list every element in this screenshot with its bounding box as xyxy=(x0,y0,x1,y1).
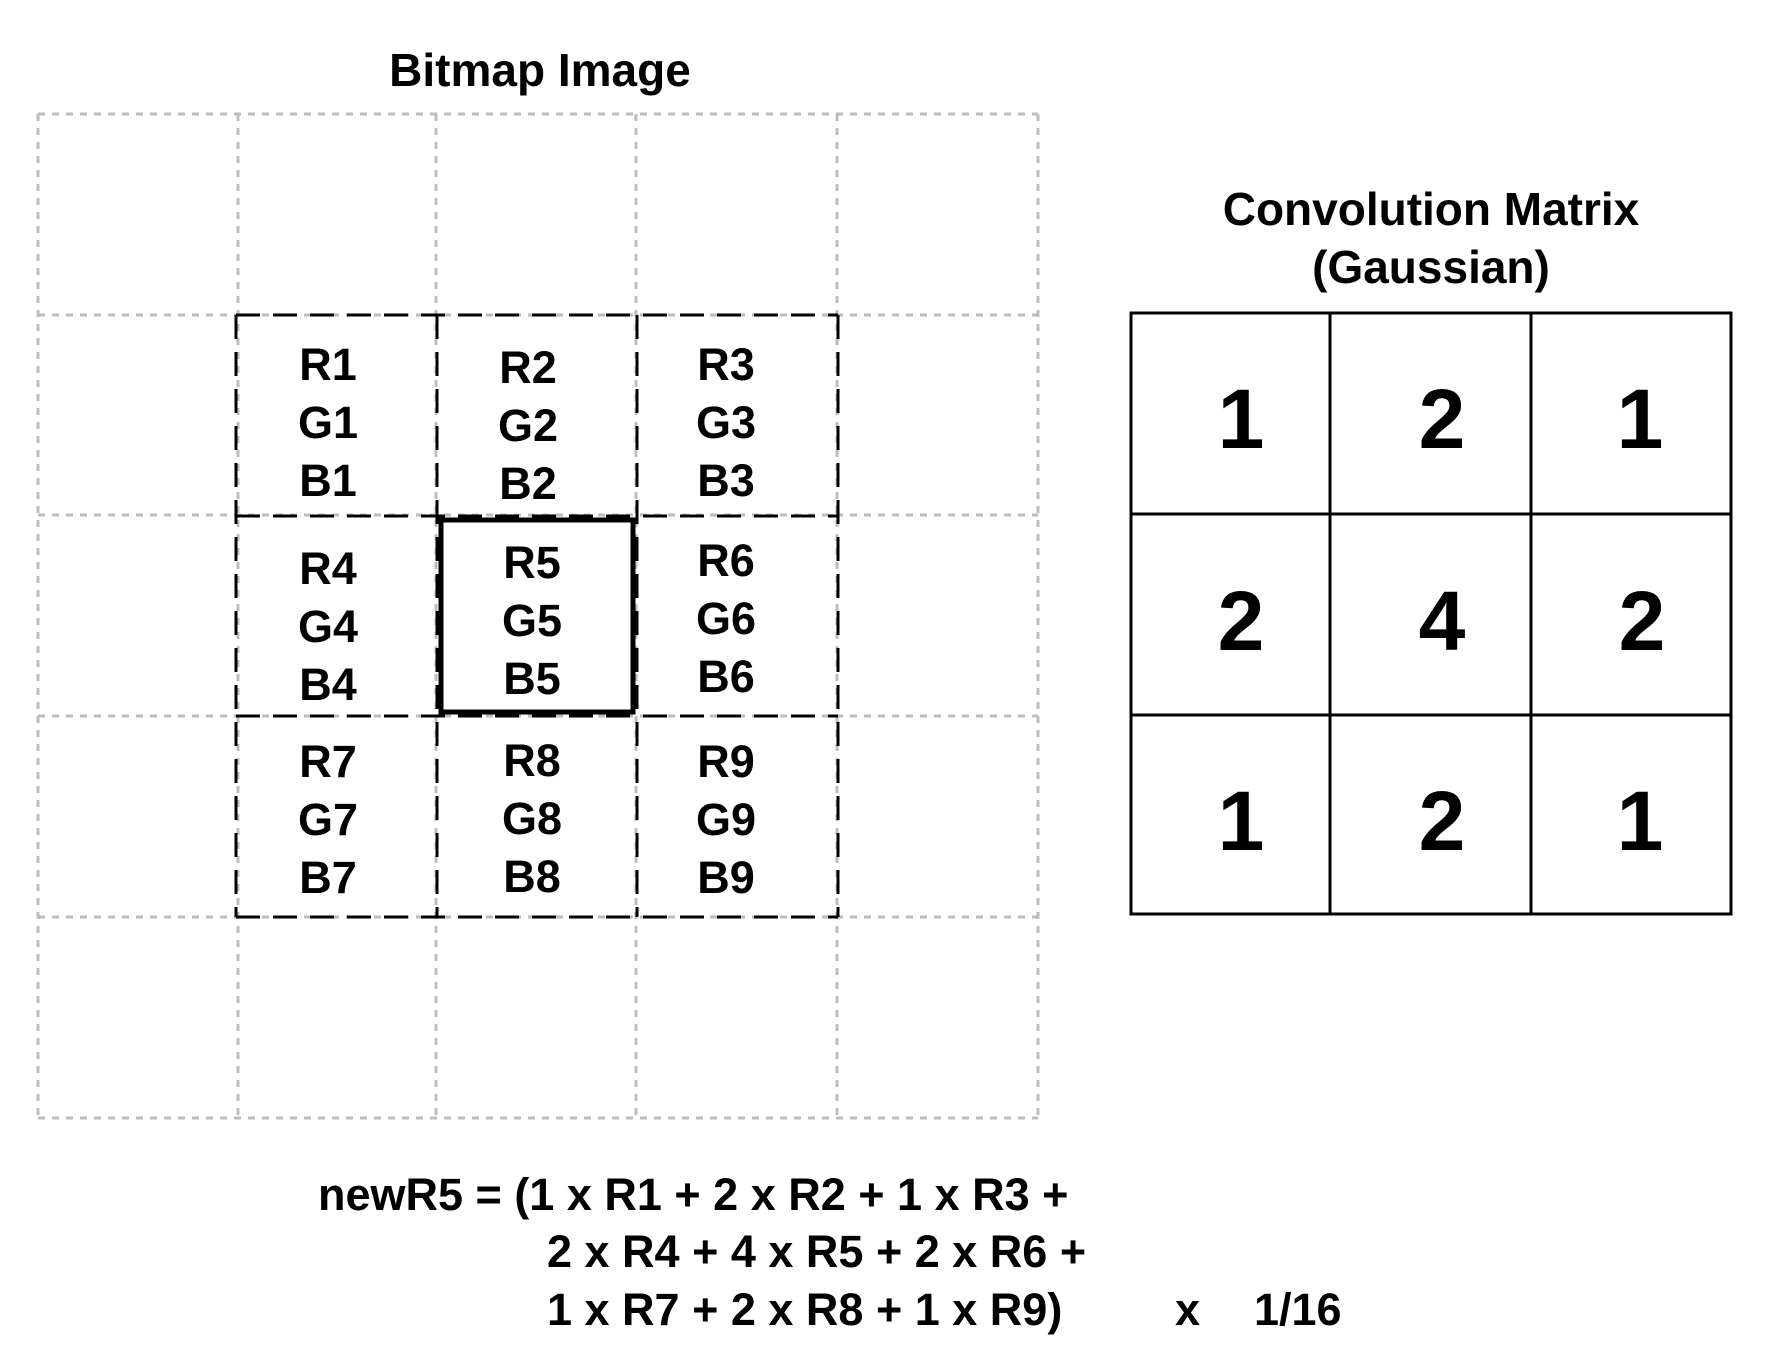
cell-1-r: R1 xyxy=(299,339,357,390)
formula: newR5 = (1 x R1 + 2 x R2 + 1 x R3 + 2 x … xyxy=(318,1169,1342,1335)
matrix-value: 1 xyxy=(1617,372,1664,466)
cell-2-g: G2 xyxy=(498,400,558,451)
cell-5-g: G5 xyxy=(502,595,562,646)
formula-factor: 1/16 xyxy=(1254,1284,1342,1335)
cell-6-g: G6 xyxy=(696,593,756,644)
matrix-grid xyxy=(1129,311,1733,916)
bitmap-title: Bitmap Image xyxy=(389,44,691,96)
matrix-value: 2 xyxy=(1419,774,1466,868)
formula-times: x xyxy=(1175,1284,1200,1335)
matrix-value: 1 xyxy=(1218,372,1265,466)
cell-7-b: B7 xyxy=(299,852,357,903)
cell-7-r: R7 xyxy=(299,736,357,787)
cell-8-r: R8 xyxy=(503,735,561,786)
center-pixel-highlight xyxy=(438,517,636,715)
cell-1-b: B1 xyxy=(299,455,357,506)
formula-line-1: newR5 = (1 x R1 + 2 x R2 + 1 x R3 + xyxy=(318,1169,1068,1220)
cell-9-b: B9 xyxy=(697,852,755,903)
matrix-value: 1 xyxy=(1218,774,1265,868)
cell-9-r: R9 xyxy=(697,736,755,787)
kernel-window xyxy=(234,313,840,919)
formula-line-3: 1 x R7 + 2 x R8 + 1 x R9) xyxy=(547,1284,1062,1335)
cell-2-r: R2 xyxy=(499,342,557,393)
cell-6-r: R6 xyxy=(697,535,755,586)
bitmap-cells: R1 G1 B1 R2 G2 B2 R3 G3 B3 R4 G4 B4 R5 G… xyxy=(298,339,756,903)
matrix-subtitle: (Gaussian) xyxy=(1312,241,1550,293)
cell-8-b: B8 xyxy=(503,851,561,902)
cell-4-r: R4 xyxy=(299,543,357,594)
cell-9-g: G9 xyxy=(696,794,756,845)
matrix-value: 2 xyxy=(1218,574,1265,668)
formula-line-2: 2 x R4 + 4 x R5 + 2 x R6 + xyxy=(547,1226,1086,1277)
cell-5-r: R5 xyxy=(503,537,561,588)
matrix-value: 1 xyxy=(1617,774,1664,868)
matrix-values: 1 2 1 2 4 2 1 2 1 xyxy=(1218,372,1666,868)
matrix-value: 4 xyxy=(1419,574,1466,668)
cell-6-b: B6 xyxy=(697,651,755,702)
cell-8-g: G8 xyxy=(502,793,562,844)
cell-7-g: G7 xyxy=(298,794,358,845)
cell-1-g: G1 xyxy=(298,397,358,448)
matrix-title: Convolution Matrix xyxy=(1223,183,1640,235)
cell-4-b: B4 xyxy=(299,659,357,710)
matrix-value: 2 xyxy=(1419,372,1466,466)
cell-3-b: B3 xyxy=(697,455,755,506)
cell-4-g: G4 xyxy=(298,601,358,652)
cell-2-b: B2 xyxy=(499,458,557,509)
cell-3-r: R3 xyxy=(697,339,755,390)
cell-5-b: B5 xyxy=(503,653,561,704)
cell-3-g: G3 xyxy=(696,397,756,448)
matrix-value: 2 xyxy=(1619,574,1666,668)
